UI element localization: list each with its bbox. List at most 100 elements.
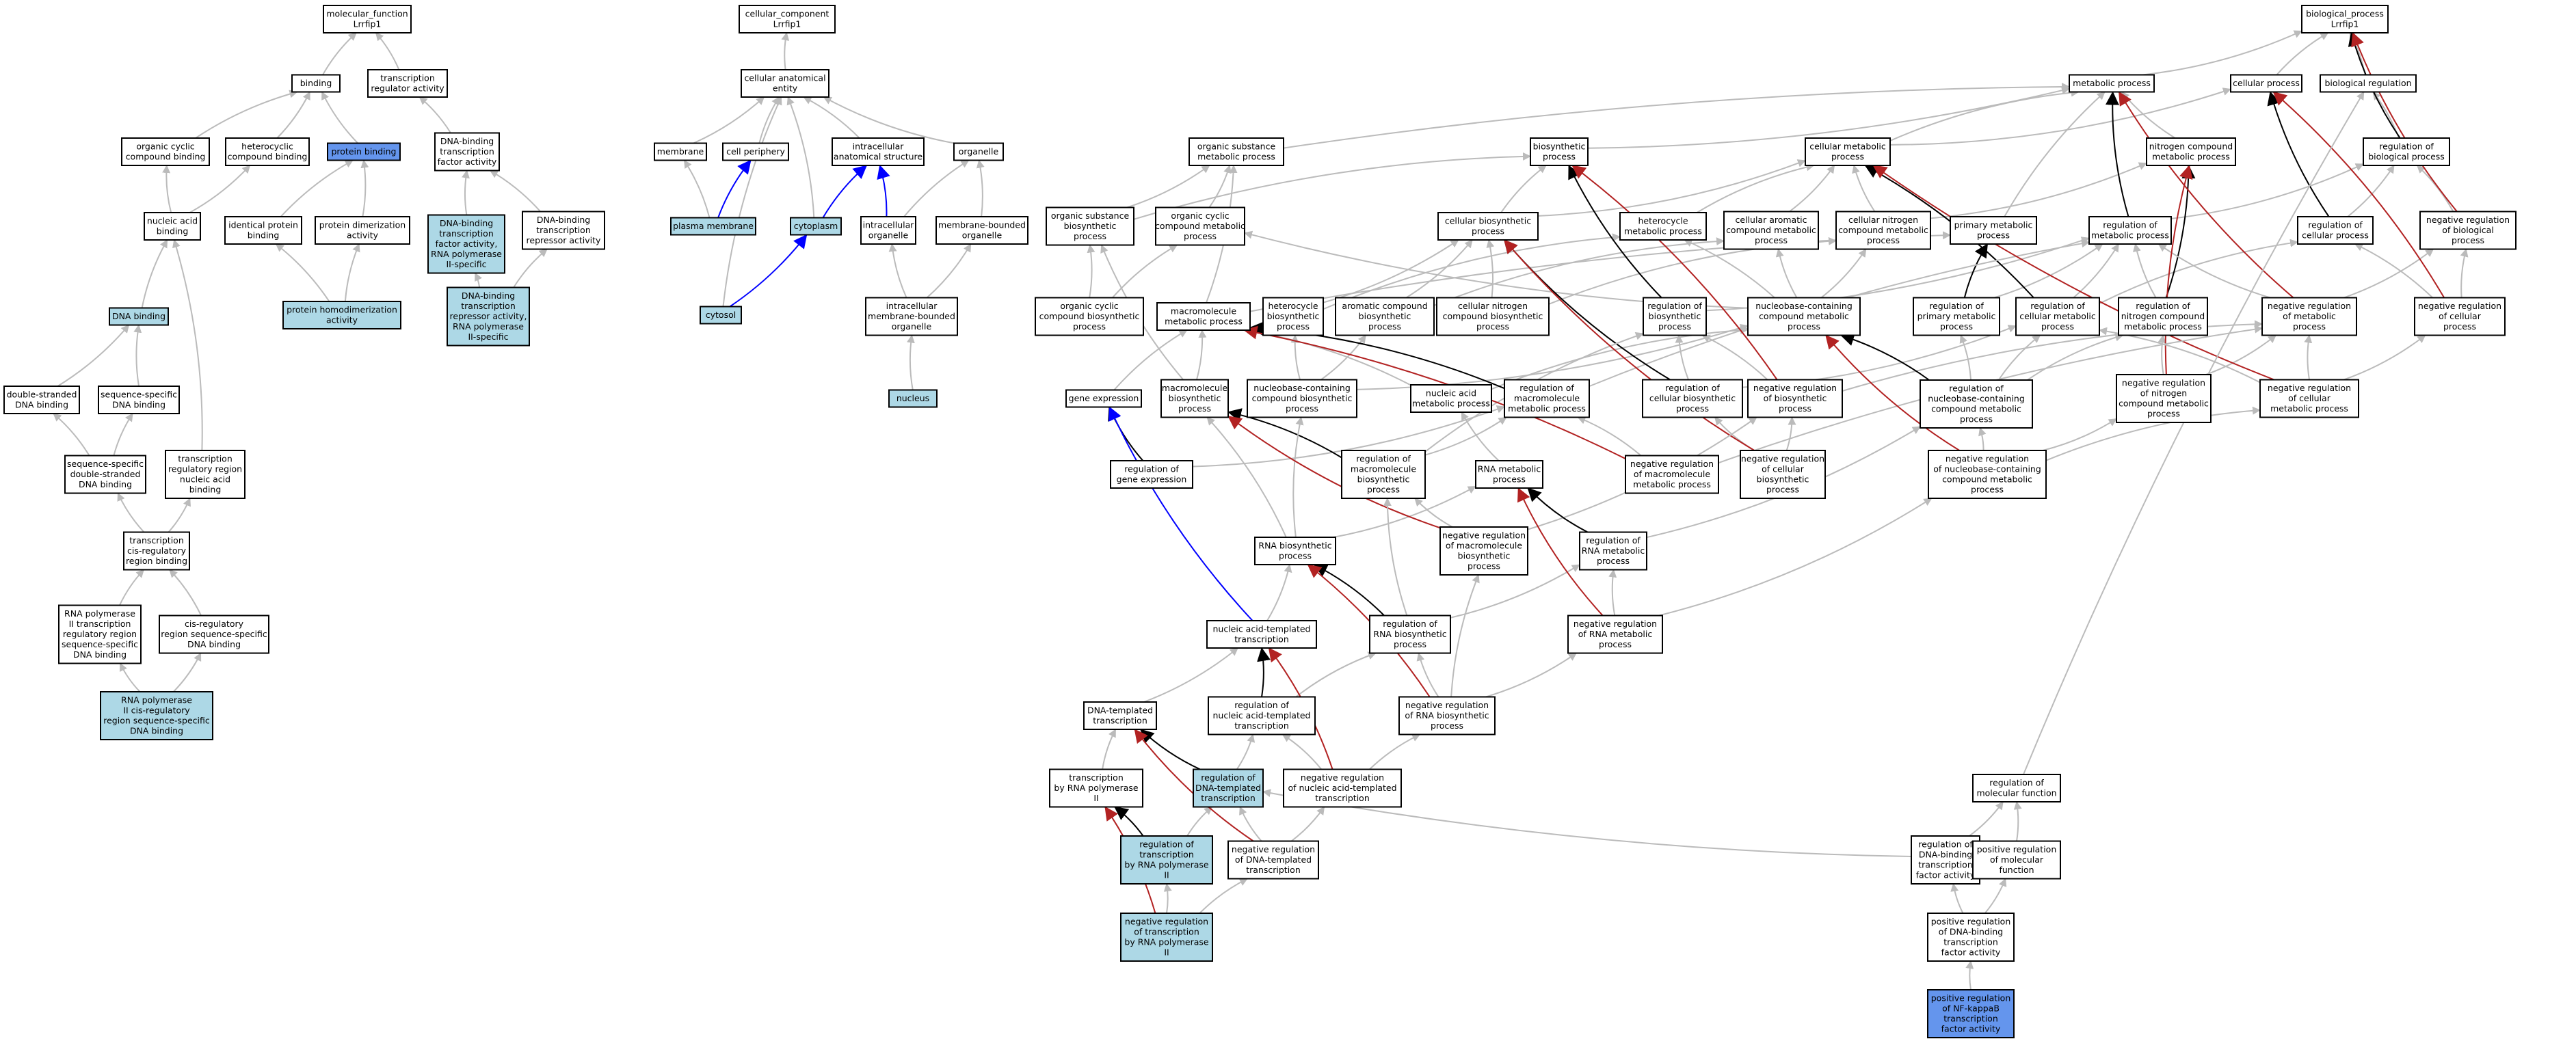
node-binding[interactable]: binding (291, 74, 341, 93)
node-cell-periphery[interactable]: cell periphery (722, 142, 789, 161)
node-nucleus[interactable]: nucleus (888, 389, 938, 408)
node-cytosol[interactable]: cytosol (700, 306, 742, 325)
node-gene-expression[interactable]: gene expression (1065, 389, 1142, 408)
node-metabolic-process[interactable]: metabolic process (2069, 74, 2155, 93)
node-organelle[interactable]: organelle (953, 142, 1004, 161)
node-protein-binding[interactable]: protein binding (327, 142, 401, 161)
node-cytoplasm[interactable]: cytoplasm (790, 217, 842, 236)
node-plasma-membrane[interactable]: plasma membrane (670, 217, 756, 236)
node-membrane[interactable]: membrane (654, 142, 707, 161)
node-cellular-process[interactable]: cellular process (2230, 74, 2302, 93)
node-biological-regulation[interactable]: biological regulation (2320, 74, 2417, 93)
